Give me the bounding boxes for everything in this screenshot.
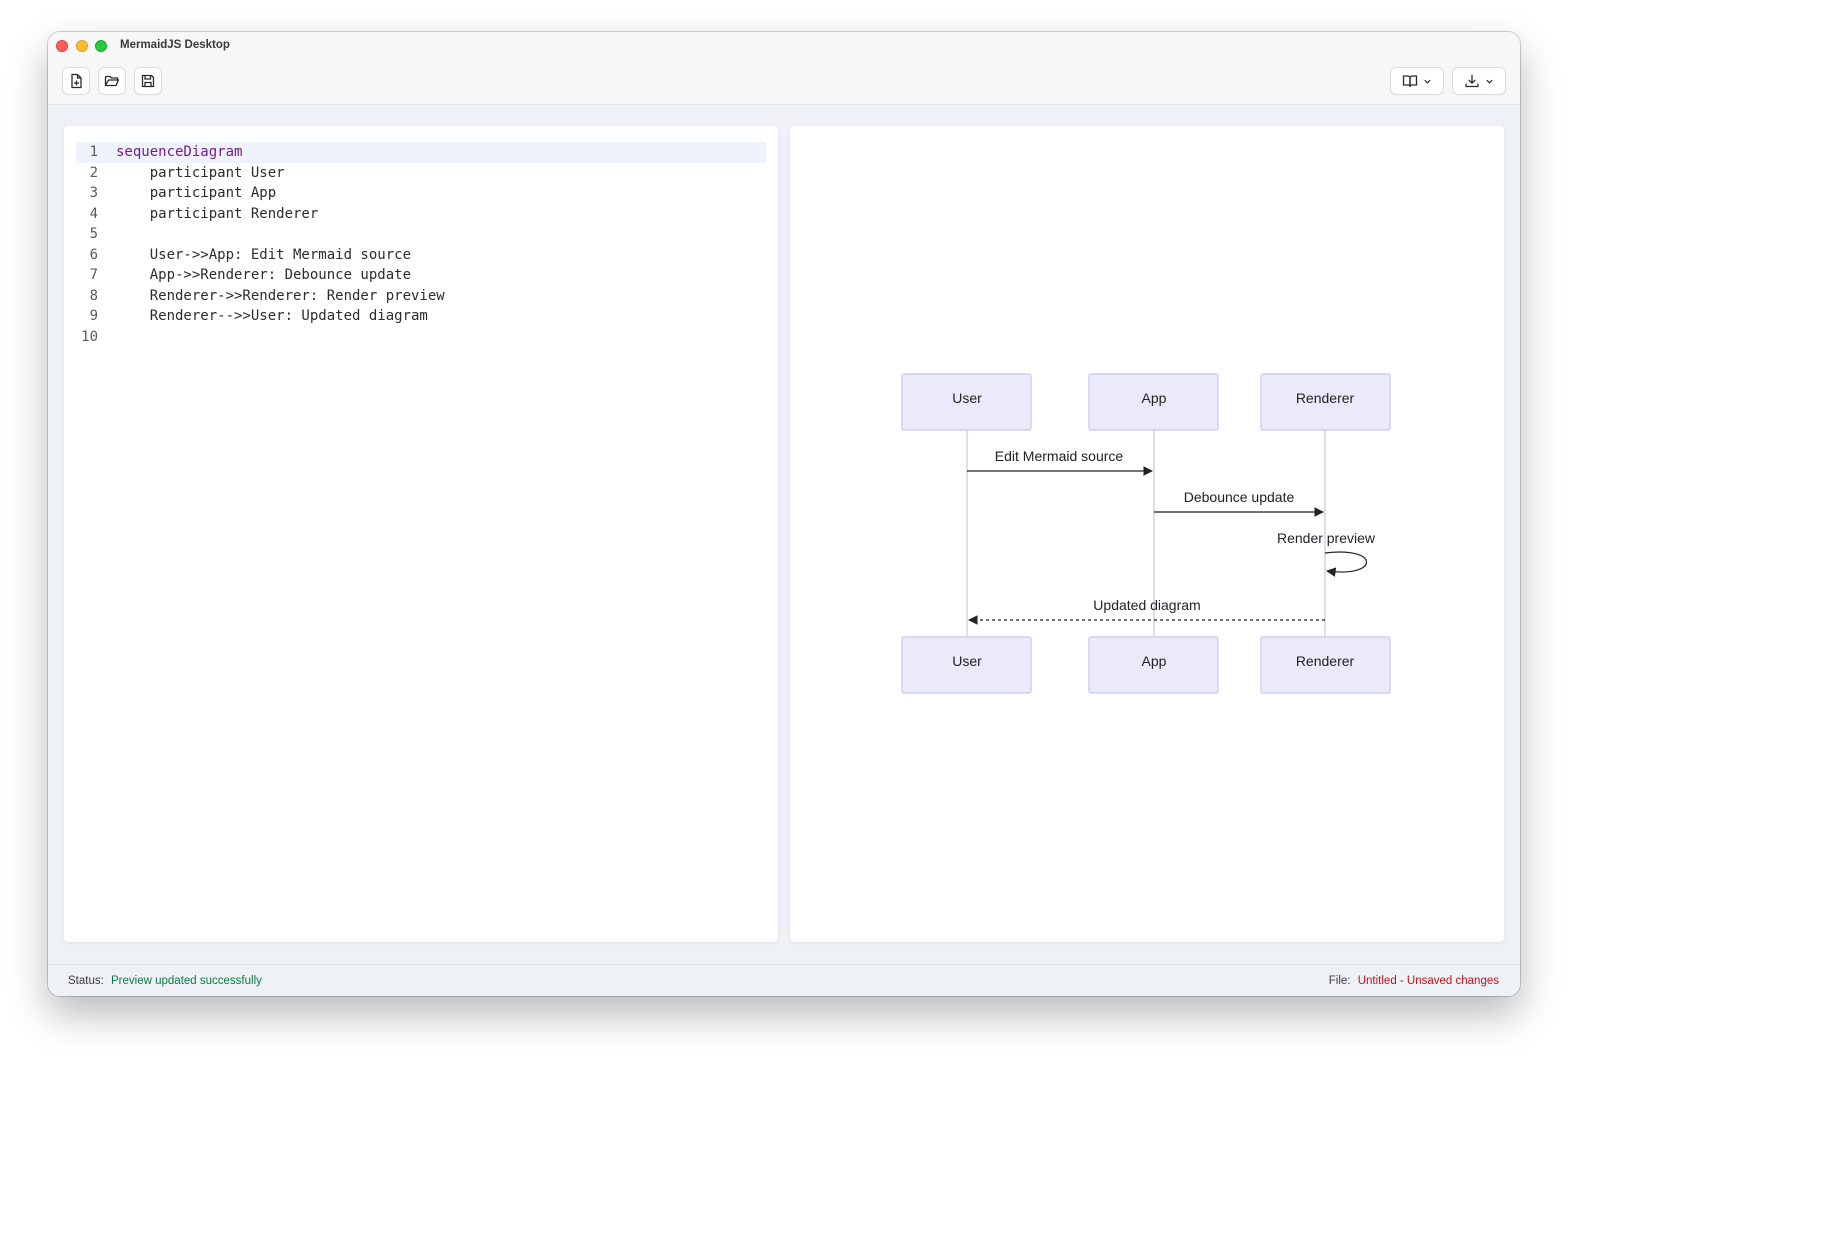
close-window-button[interactable] <box>56 40 68 52</box>
download-icon <box>1465 75 1479 88</box>
code-text: sequenceDiagram <box>116 144 243 160</box>
actor-user-bottom: User <box>901 636 1032 694</box>
code-line[interactable]: 9 Renderer-->>User: Updated diagram <box>76 306 766 327</box>
message-updated-diagram: Updated diagram <box>968 597 1325 625</box>
svg-text:App: App <box>1142 390 1167 406</box>
actor-app-bottom: App <box>1088 636 1219 694</box>
diagram-preview-panel: User App Renderer Edit Mermaid source De… <box>790 126 1504 942</box>
svg-text:Debounce update: Debounce update <box>1184 489 1295 505</box>
code-line[interactable]: 1 sequenceDiagram <box>76 142 766 163</box>
status-bar: Status: Preview updated successfully Fil… <box>48 964 1520 996</box>
file-value: Untitled - Unsaved changes <box>1357 975 1499 987</box>
message-render-preview: Render preview <box>1277 530 1376 577</box>
status-value: Preview updated successfully <box>111 975 262 987</box>
minimize-window-button[interactable] <box>76 40 88 52</box>
line-number: 4 <box>89 205 98 222</box>
code-line[interactable]: 10 <box>76 327 766 348</box>
code-line[interactable]: 6 User->>App: Edit Mermaid source <box>76 245 766 266</box>
code-text: Renderer-->>User: Updated diagram <box>116 308 428 324</box>
code-text: Renderer->>Renderer: Render preview <box>116 287 445 304</box>
save-file-button[interactable] <box>134 67 162 95</box>
svg-text:Edit Mermaid source: Edit Mermaid source <box>995 448 1124 464</box>
svg-text:Updated diagram: Updated diagram <box>1093 597 1200 613</box>
actor-app-top: App <box>1088 373 1219 431</box>
line-number: 1 <box>89 144 98 160</box>
file-label: File: <box>1328 975 1351 987</box>
new-file-button[interactable] <box>62 67 90 95</box>
line-number: 5 <box>89 226 98 242</box>
export-menu-button[interactable] <box>1452 67 1506 95</box>
zoom-window-button[interactable] <box>95 40 107 52</box>
actor-renderer-top: Renderer <box>1260 373 1391 431</box>
line-number: 2 <box>89 164 98 181</box>
line-number: 9 <box>89 308 98 324</box>
svg-text:User: User <box>952 653 982 669</box>
line-number: 3 <box>89 185 98 201</box>
window-title: MermaidJS Desktop <box>120 39 230 51</box>
app-window: MermaidJS Desktop <box>48 32 1520 996</box>
file-section: File: Untitled - Unsaved changes <box>1329 975 1499 987</box>
chevron-down-icon <box>1424 79 1431 84</box>
chevron-down-icon <box>1486 79 1493 84</box>
svg-text:Renderer: Renderer <box>1296 653 1355 669</box>
file-plus-icon <box>71 73 82 89</box>
code-text: participant App <box>116 185 277 201</box>
code-line[interactable]: 5 <box>76 224 766 245</box>
status-section: Status: Preview updated successfully <box>68 975 262 987</box>
line-number: 7 <box>89 267 98 283</box>
folder-open-icon <box>104 75 120 87</box>
code-line[interactable]: 4 participant Renderer <box>76 204 766 225</box>
code-text: participant Renderer <box>116 205 319 222</box>
status-label: Status: <box>68 975 104 987</box>
open-file-button[interactable] <box>98 67 126 95</box>
code-line[interactable]: 7 App->>Renderer: Debounce update <box>76 265 766 286</box>
svg-text:App: App <box>1142 653 1167 669</box>
line-number: 8 <box>89 287 98 304</box>
code-text: participant User <box>116 164 285 181</box>
save-icon <box>141 74 155 88</box>
title-bar: MermaidJS Desktop <box>48 32 1520 60</box>
actor-user-top: User <box>901 373 1032 431</box>
code-line[interactable]: 2 participant User <box>76 163 766 184</box>
svg-text:Render preview: Render preview <box>1277 530 1376 546</box>
svg-text:User: User <box>952 390 982 406</box>
line-number: 6 <box>89 246 98 263</box>
code-line[interactable]: 8 Renderer->>Renderer: Render preview <box>76 286 766 307</box>
code-text: App->>Renderer: Debounce update <box>116 267 412 283</box>
layout-menu-button[interactable] <box>1390 67 1444 95</box>
code-line[interactable]: 3 participant App <box>76 183 766 204</box>
sequence-diagram: User App Renderer Edit Mermaid source De… <box>901 373 1391 694</box>
code-text: User->>App: Edit Mermaid source <box>116 246 412 263</box>
book-open-icon <box>1402 75 1418 88</box>
actor-renderer-bottom: Renderer <box>1260 636 1391 694</box>
message-edit-mermaid-source: Edit Mermaid source <box>967 448 1153 476</box>
line-number: 10 <box>81 328 98 345</box>
message-debounce-update: Debounce update <box>1154 489 1324 517</box>
svg-text:Renderer: Renderer <box>1296 390 1355 406</box>
toolbar <box>48 60 1520 105</box>
